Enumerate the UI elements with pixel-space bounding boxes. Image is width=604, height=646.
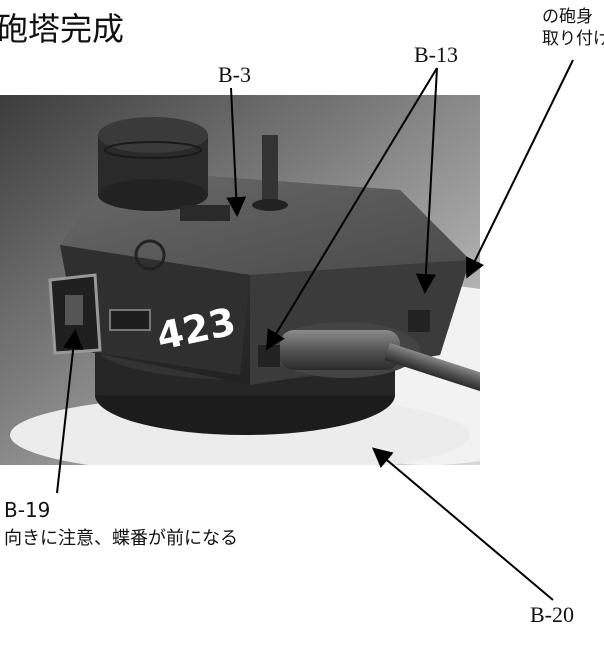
arrow-barrel bbox=[466, 59, 574, 279]
callout-b3: B-3 bbox=[218, 62, 251, 87]
barrel-attach-note: の砲身 取り付け bbox=[542, 6, 604, 50]
callout-b20: B-20 bbox=[530, 602, 574, 627]
callout-b13: B-13 bbox=[414, 42, 458, 67]
turret-photo: 423 bbox=[0, 95, 480, 465]
page-title: 砲塔完成 bbox=[0, 10, 125, 48]
arrow-b20 bbox=[371, 447, 554, 601]
barrel-attach-note-line2: 取り付け bbox=[542, 29, 604, 49]
callout-b19: B-19 bbox=[4, 498, 51, 522]
callout-b19-note: 向きに注意、蝶番が前になる bbox=[4, 528, 238, 549]
barrel-attach-note-line1: の砲身 bbox=[542, 7, 593, 27]
